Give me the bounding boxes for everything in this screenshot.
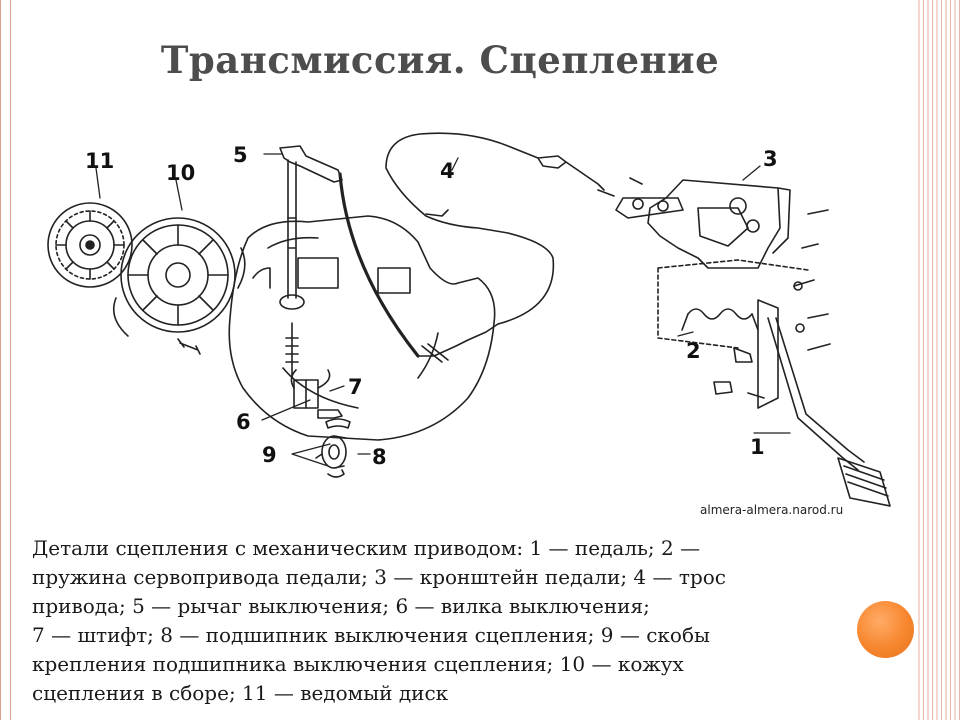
caption-line: сцепления в сборе; 11 — ведомый диск	[32, 681, 449, 705]
release-lever	[279, 145, 343, 379]
bearing-clip-bottom	[327, 469, 345, 478]
callout-7: 7	[348, 375, 363, 399]
release-bearing	[315, 435, 347, 469]
release-fork	[290, 369, 331, 409]
callout-6: 6	[236, 410, 251, 434]
caption-line: пружина сервопривода педали; 3 — кронште…	[32, 565, 726, 589]
caption-line: 7 — штифт; 8 — подшипник выключения сцеп…	[32, 623, 710, 647]
bracket-nut	[793, 281, 803, 291]
leader-lines	[95, 153, 791, 467]
caption-line: Детали сцепления с механическим приводом…	[32, 536, 701, 560]
clutch-cable	[338, 132, 605, 363]
callout-10: 10	[166, 161, 195, 185]
callout-5: 5	[233, 143, 248, 167]
pedal-spring	[681, 308, 759, 331]
bracket-bolts	[597, 177, 831, 351]
right-stripe-decoration	[918, 0, 960, 720]
diagram-caption: Детали сцепления с механическим приводом…	[32, 534, 852, 708]
pin	[317, 409, 343, 419]
watermark-url: almera-almera.narod.ru	[700, 503, 843, 517]
bracket-nut	[795, 323, 805, 333]
callout-2: 2	[686, 339, 701, 363]
gearbox-housing	[228, 215, 496, 441]
mounting-outline	[657, 259, 809, 349]
decorative-orange-circle	[857, 601, 914, 658]
bolt	[177, 338, 201, 355]
left-border	[0, 0, 11, 720]
clutch-pedal	[713, 299, 891, 507]
clutch-diagram: 5 4 3 11 10 2 7 6 9 8 1 almera-almera.na…	[38, 118, 908, 528]
callout-4: 4	[440, 159, 455, 183]
callout-11: 11	[85, 149, 114, 173]
slide-title: Трансмиссия. Сцепление	[160, 38, 720, 82]
callout-9: 9	[262, 443, 277, 467]
driven-disc	[47, 202, 133, 288]
callout-1: 1	[750, 435, 765, 459]
bearing-clip-top	[325, 418, 351, 429]
callout-3: 3	[763, 147, 778, 171]
clutch-cover	[112, 217, 246, 337]
pedal-bracket	[615, 179, 791, 269]
housing-boss	[377, 267, 411, 294]
caption-line: привода; 5 — рычаг выключения; 6 — вилка…	[32, 594, 650, 618]
caption-line: крепления подшипника выключения сцеплени…	[32, 652, 684, 676]
callout-8: 8	[372, 445, 387, 469]
